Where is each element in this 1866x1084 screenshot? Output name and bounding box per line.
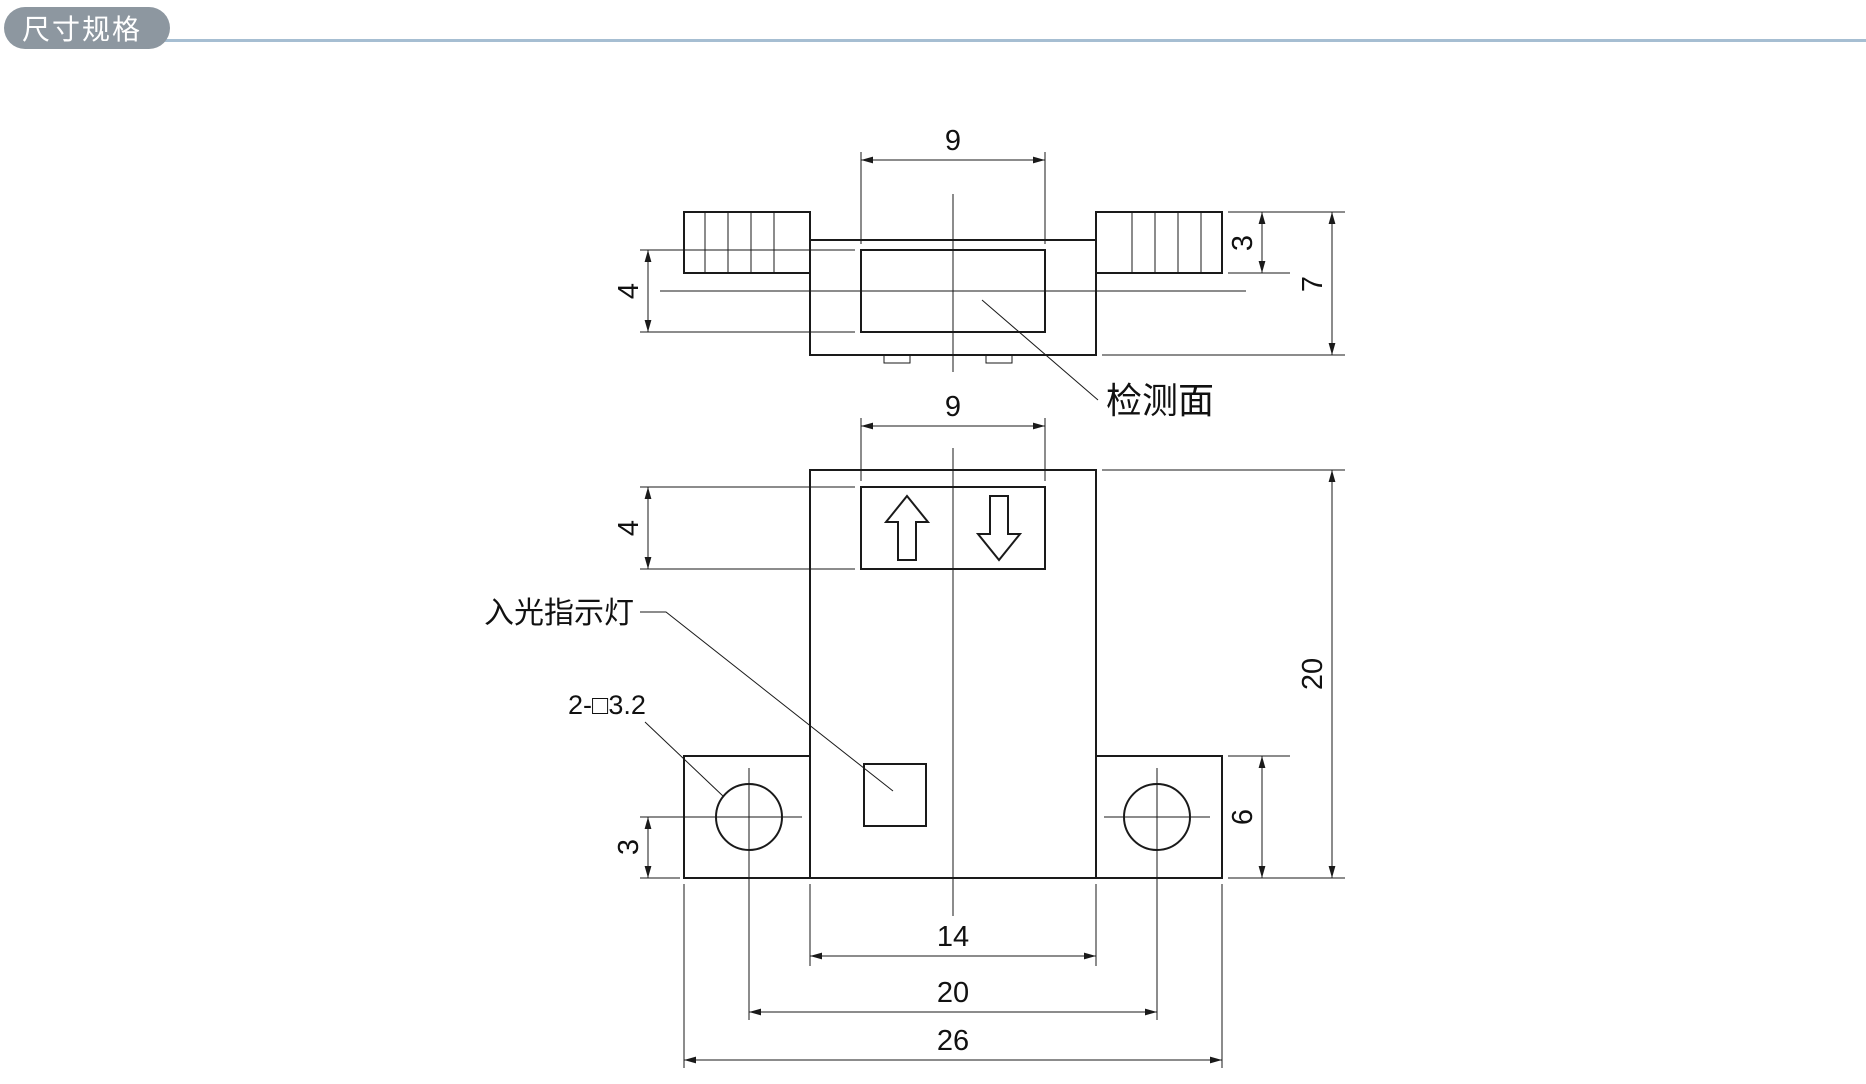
dim-front-flange-height-value: 6 (1227, 809, 1259, 825)
dim-top-window-height: 4 (613, 249, 855, 333)
terminal-pin-left (883, 354, 911, 364)
dim-front-window-height-value: 4 (613, 520, 645, 536)
right-tab-hatching (1131, 212, 1202, 273)
top-view-left-tab (683, 211, 811, 274)
dim-front-overall-width-value: 26 (937, 1025, 969, 1057)
dim-front-window-width-value: 9 (945, 391, 961, 423)
dimensions: 9 4 3 7 检测面 (484, 125, 1345, 1068)
dim-top-overall-height: 7 (1102, 211, 1345, 356)
light-indicator-callout: 入光指示灯 (484, 597, 894, 792)
dim-front-flange-height: 6 (1227, 755, 1290, 878)
dim-top-window-width: 9 (860, 125, 1046, 244)
dim-front-window-width: 9 (860, 391, 1046, 481)
mount-holes-callout: 2-□3.2 (568, 690, 725, 798)
dim-front-window-height: 4 (613, 486, 855, 570)
front-view-body (809, 469, 1097, 879)
dim-front-hole-to-bottom: 3 (613, 817, 680, 879)
left-tab-hatching (704, 212, 775, 273)
top-view (660, 194, 1246, 372)
section-title: 尺寸规格 (22, 14, 143, 45)
down-arrow-icon (975, 495, 1023, 562)
up-arrow-icon (883, 494, 931, 561)
dim-front-overall-height-value: 20 (1297, 658, 1329, 690)
light-indicator-window (863, 763, 927, 827)
dim-front-overall-width: 26 (683, 884, 1223, 1068)
mount-holes-label: 2-□3.2 (568, 690, 646, 720)
dim-top-window-width-value: 9 (945, 125, 961, 157)
dim-top-tab-thickness-value: 3 (1227, 235, 1259, 251)
leader-line (981, 299, 1099, 401)
dim-top-tab-thickness: 3 (1227, 212, 1290, 274)
detection-face-callout: 检测面 (981, 299, 1214, 421)
light-indicator-label: 入光指示灯 (484, 597, 634, 630)
leader-line (644, 721, 725, 798)
section-header-pill: 尺寸规格 (4, 7, 171, 49)
detection-window (860, 249, 1046, 333)
right-mounting-hole (1123, 783, 1191, 851)
detection-face-label: 检测面 (1106, 380, 1214, 421)
header-rule (118, 39, 1866, 42)
top-view-body (809, 239, 1097, 356)
dim-front-body-width-value: 14 (937, 921, 969, 953)
right-mounting-flange (1095, 755, 1223, 879)
dim-front-overall-height: 20 (1102, 469, 1345, 879)
dim-top-overall-height-value: 7 (1297, 276, 1329, 292)
dim-front-body-width: 14 (809, 884, 1097, 966)
dim-front-hole-to-bottom-value: 3 (613, 839, 645, 855)
dim-front-hole-spacing-value: 20 (937, 977, 969, 1009)
top-view-right-tab (1095, 211, 1223, 274)
terminal-pin-right (985, 354, 1013, 364)
dim-top-window-height-value: 4 (613, 283, 645, 299)
front-view (640, 448, 1223, 1020)
leader-line (640, 611, 894, 792)
left-mounting-hole (715, 783, 783, 851)
optical-axis-marker-box (860, 486, 1046, 570)
dim-front-hole-spacing: 20 (749, 977, 1157, 1016)
